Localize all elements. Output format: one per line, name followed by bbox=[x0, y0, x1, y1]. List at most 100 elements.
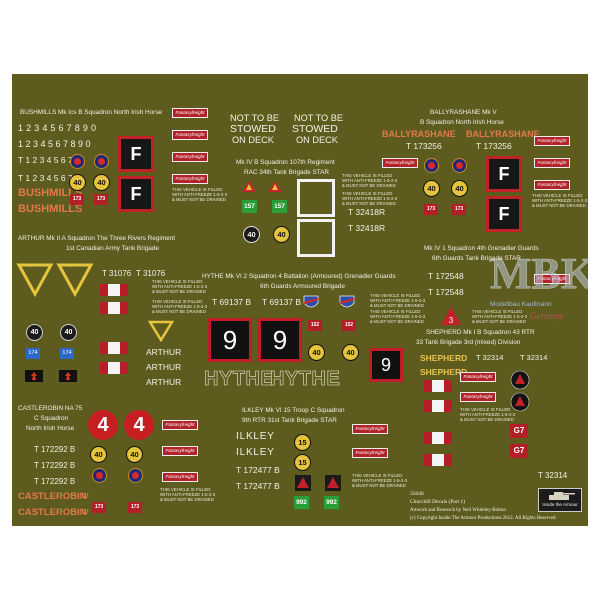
formation-roundel bbox=[94, 154, 109, 169]
sheet-title: Churchill Decals (Part 1) bbox=[410, 499, 466, 505]
ballyrashane-serial: T 173256 bbox=[406, 141, 442, 151]
identification-stripe bbox=[424, 432, 452, 444]
ilkley-serial: T 172477 B bbox=[236, 465, 280, 475]
stencil-text: THIS VEHICLE IS FILLED WITH ANTI-FREEZE … bbox=[152, 279, 208, 294]
ballyrashane-serial-2: T 173256 bbox=[476, 141, 512, 151]
stencil-text: THIS VEHICLE IS FILLED WITH ANTI-FREEZE … bbox=[352, 473, 408, 488]
shepherd-serial-3: T 32314 bbox=[538, 471, 568, 480]
watermark-logo: MBK bbox=[490, 249, 588, 298]
stencil-text: THIS VEHICLE IS FILLED WITH ANTI-FREEZE … bbox=[152, 299, 208, 314]
arthur-name-2: ARTHUR bbox=[146, 362, 182, 372]
stencil-text: THIS VEHICLE IS FILLED WITH ANTI-FREEZE … bbox=[342, 191, 398, 206]
stencil-text: THIS VEHICLE IS FILLED WITH ANTI-FREEZE … bbox=[160, 487, 216, 502]
hythe-heading-1: HYTHE Mk VI 2 Squadron 4 Battalion (Armo… bbox=[202, 273, 396, 280]
triangle-outline-icon bbox=[148, 320, 174, 342]
fantasyfreight-tag: Fantasyfreight bbox=[162, 472, 198, 482]
white-square-outline bbox=[297, 219, 335, 257]
tactical-number-small: 9 bbox=[369, 348, 403, 382]
mk4b-heading-2: RAC 34th Tank Brigade STAR bbox=[244, 169, 330, 176]
arthur-name: ARTHUR bbox=[146, 347, 182, 357]
lion-crest-icon bbox=[242, 181, 282, 192]
tactical-number: 9 bbox=[208, 318, 252, 362]
squadron-letter: F bbox=[118, 136, 154, 172]
fantasyfreight-tag: Fantasyfreight bbox=[534, 136, 570, 146]
tactical-number-disc: 4 bbox=[124, 410, 154, 440]
unit-sign: 173 bbox=[424, 204, 438, 215]
shepherd-heading-2: 33 Tank Brigade 3rd (mixed) Division bbox=[416, 339, 521, 346]
fantasyfreight-tag: Fantasyfreight bbox=[172, 130, 208, 140]
unit-number-sign: 157 bbox=[272, 200, 287, 213]
bushmills-heading: BUSHMILLS Mk Ics B Squadron North Irish … bbox=[20, 109, 163, 116]
squadron-letter: F bbox=[486, 156, 522, 192]
mk4b-heading-1: Mk IV B Squadron 107th Regiment bbox=[236, 159, 335, 166]
fantasyfreight-tag: Fantasyfreight bbox=[172, 174, 208, 184]
arthur-heading-1: ARTHUR Mk II A Squadron The Three Rivers… bbox=[18, 235, 175, 242]
hythe-serial: T 69137 B bbox=[212, 297, 252, 307]
unit-number-sign: 157 bbox=[242, 200, 257, 213]
bridge-class-disc: 40 bbox=[93, 174, 110, 191]
castlerobin-name-2: CASTLEROBIN bbox=[18, 507, 87, 518]
stencil-text: THIS VEHICLE IS FILLED WITH ANTI-FREEZE … bbox=[172, 187, 228, 202]
shepherd-name: SHEPHERD bbox=[420, 353, 468, 363]
triangle-outline-icon bbox=[16, 263, 94, 298]
fantasyfreight-tag: Fantasyfreight bbox=[352, 424, 388, 434]
unit-sign: 173 bbox=[92, 502, 106, 513]
ilkley-heading-2: 9th RTR 31st Tank Brigade STAR bbox=[242, 417, 337, 424]
sheet-credit: Artwork and Research by Neil Whiteley-Bo… bbox=[410, 508, 506, 513]
fantasyfreight-tag: Fantasyfreight bbox=[534, 274, 570, 284]
red-triangle-number: 3 bbox=[449, 316, 454, 325]
unit-sign: 173 bbox=[70, 194, 84, 205]
shepherd-heading-1: SHEPHERD Mk I B Squadron 43 RTR bbox=[426, 329, 535, 336]
fantasyfreight-tag: Fantasyfreight bbox=[172, 152, 208, 162]
castlerobin-heading-3: North Irish Horse bbox=[26, 425, 75, 432]
deck-stencil-line3: ON DECK bbox=[232, 135, 274, 145]
red-triangle-icon: 3 bbox=[441, 307, 461, 325]
identification-stripe bbox=[100, 362, 128, 374]
bushmills-serial-2: T 1 2 3 4 5 6 7 bbox=[18, 173, 73, 183]
hythe-name-2: HYTHE bbox=[270, 368, 341, 391]
castlerobin-name: CASTLEROBIN bbox=[18, 491, 87, 502]
fantasyfreight-tag: Fantasyfreight bbox=[162, 420, 198, 430]
formation-roundel bbox=[92, 468, 107, 483]
stencil-text: THIS VEHICLE IS FILLED WITH ANTI-FREEZE … bbox=[472, 309, 528, 324]
formation-roundel bbox=[424, 158, 439, 173]
ballyrashane-heading-2: B Squadron North Irish Horse bbox=[420, 119, 504, 126]
mk4-1-heading-1: Mk IV 1 Squadron 4th Grenadier Guards bbox=[424, 245, 539, 252]
identification-stripe bbox=[424, 454, 452, 466]
mk4-1-serial: T 172548 bbox=[428, 271, 464, 281]
identification-stripe bbox=[424, 400, 452, 412]
unit-sign: 173 bbox=[452, 204, 466, 215]
deck-stencil-line1: NOT TO BE bbox=[294, 113, 344, 123]
castlerobin-heading-2: C Squadron bbox=[34, 415, 69, 422]
bushmills-digits-2: 1 2 3 4 5 6 7 8 9 0 bbox=[18, 139, 91, 149]
mk4-1-serial-2: T 172548 bbox=[428, 287, 464, 297]
castlerobin-suffix: IV bbox=[82, 493, 89, 500]
formation-roundel bbox=[128, 468, 143, 483]
fantasyfreight-tag: Fantasyfreight bbox=[534, 158, 570, 168]
bridge-class-disc: 40 bbox=[451, 180, 468, 197]
bushmills-name-2: BUSHMILLS bbox=[18, 203, 83, 215]
identification-stripe bbox=[100, 342, 128, 354]
unit-sign: 152 bbox=[308, 320, 322, 331]
bridge-class-disc: 15 bbox=[294, 454, 311, 471]
fantasyfreight-tag: Fantasyfreight bbox=[382, 158, 418, 168]
decal-sheet: BUSHMILLS Mk Ics B Squadron North Irish … bbox=[12, 74, 588, 526]
ballyrashane-name: BALLYRASHANE bbox=[382, 129, 456, 139]
arthur-heading-2: 1st Canadian Army Tank Brigade bbox=[66, 245, 159, 252]
mk4b-serial: T 32418R bbox=[348, 207, 386, 217]
hythe-serial-2: T 69137 B bbox=[262, 297, 302, 307]
tactical-number-disc: 4 bbox=[88, 410, 118, 440]
deck-stencil-line2: STOWED bbox=[292, 123, 338, 135]
ilkley-name-2: ILKLEY bbox=[236, 447, 275, 458]
ilkley-name: ILKLEY bbox=[236, 431, 275, 442]
ilkley-heading-1: ILKLEY Mk VI 15 Troop C Squadron bbox=[242, 407, 345, 414]
sheet-code: 35046 bbox=[410, 491, 424, 497]
identification-stripe bbox=[100, 302, 128, 314]
fantasyfreight-tag: Fantasyfreight bbox=[352, 448, 388, 458]
unit-sign: 173 bbox=[94, 194, 108, 205]
unit-sign: 173 bbox=[128, 502, 142, 513]
bridge-class-disc: 40 bbox=[243, 226, 260, 243]
castlerobin-heading-1: CASTLEROBIN NA 75 bbox=[18, 405, 83, 412]
stencil-text: THIS VEHICLE IS FILLED WITH ANTI-FREEZE … bbox=[342, 173, 398, 188]
unit-sign-blue: 174 bbox=[26, 348, 40, 359]
